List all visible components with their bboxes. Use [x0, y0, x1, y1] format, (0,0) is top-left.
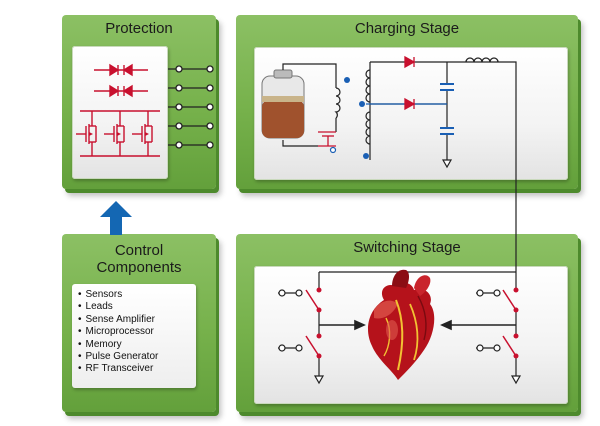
switch-terminals	[278, 289, 501, 352]
charging-stage-title: Charging Stage	[354, 20, 460, 37]
protection-panel: Protection	[62, 15, 216, 189]
control-components-title: Control Components	[62, 242, 216, 276]
switching-stage-title: Switching Stage	[353, 239, 461, 256]
charging-diode-icon	[404, 55, 416, 111]
ground-icon	[313, 375, 522, 385]
list-item: RF Transceiver	[78, 363, 190, 375]
diode-icon	[94, 63, 148, 77]
protection-circuit-box	[72, 46, 168, 179]
switch-icon	[305, 289, 517, 357]
control-title-line1: Control	[114, 242, 164, 259]
control-components-panel: Control Components Sensors Leads Sense A…	[62, 234, 216, 412]
heart-arrows	[319, 319, 516, 331]
ground-icon	[441, 159, 453, 169]
battery-icon	[261, 69, 305, 139]
protection-circuit	[76, 63, 160, 157]
node-dots	[344, 77, 369, 159]
switch-nodes	[316, 287, 519, 359]
up-arrow-icon	[100, 201, 132, 235]
transformer-icon	[334, 69, 371, 145]
list-item: Memory	[78, 339, 190, 351]
charging-wires	[282, 61, 517, 272]
charging-mosfet-icon	[318, 131, 336, 147]
list-item: Pulse Generator	[78, 351, 190, 363]
diode-icon	[94, 84, 148, 98]
mosfet-icon	[76, 110, 160, 157]
list-item: Sensors	[78, 289, 190, 301]
protection-terminals	[168, 65, 214, 149]
capacitor-icon	[440, 83, 454, 135]
inductor-icon	[465, 57, 499, 63]
list-item: Leads	[78, 301, 190, 313]
list-item: Sense Amplifier	[78, 314, 190, 326]
control-title-line2: Components	[96, 259, 182, 276]
list-item: Microprocessor	[78, 326, 190, 338]
switching-wires	[278, 271, 517, 376]
component-list: Sensors Leads Sense Amplifier Microproce…	[72, 284, 196, 388]
heart-icon	[368, 269, 435, 380]
protection-title: Protection	[105, 20, 173, 37]
